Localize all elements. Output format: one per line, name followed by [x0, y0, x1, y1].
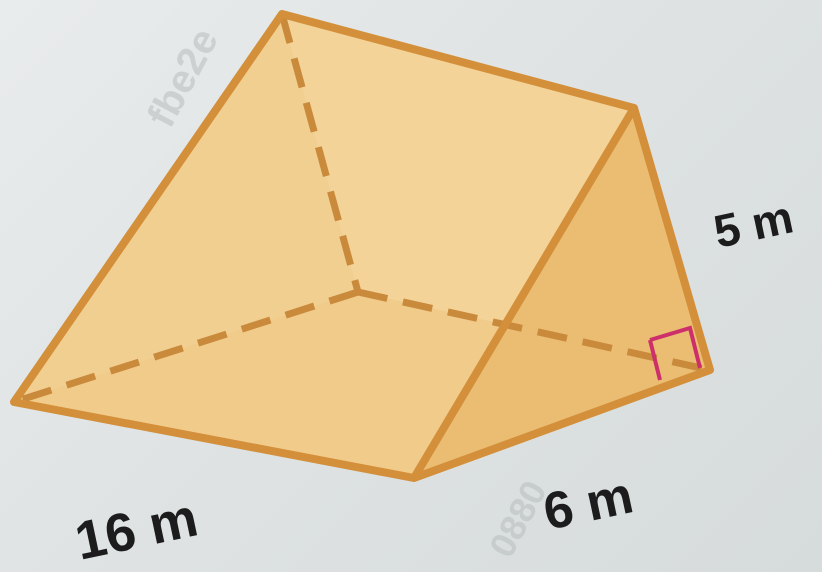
- outline: [10, 10, 714, 482]
- height-label: 5 m: [709, 190, 797, 257]
- front-slant-edge: [410, 105, 638, 481]
- right-angle-marker: [649, 325, 702, 369]
- base-label: 6 m: [538, 466, 638, 541]
- hidden-edge-left: [12, 288, 360, 406]
- right-angle-marker-stem: [648, 339, 662, 381]
- front-triangle-face: [414, 108, 710, 478]
- visible-edges: [10, 10, 714, 482]
- back-triangle-face: [14, 14, 358, 402]
- length-label: 16 m: [70, 487, 203, 571]
- hidden-edge-right: [357, 288, 711, 374]
- hidden-edge-vertical: [278, 13, 362, 293]
- hidden-edges: [12, 13, 711, 406]
